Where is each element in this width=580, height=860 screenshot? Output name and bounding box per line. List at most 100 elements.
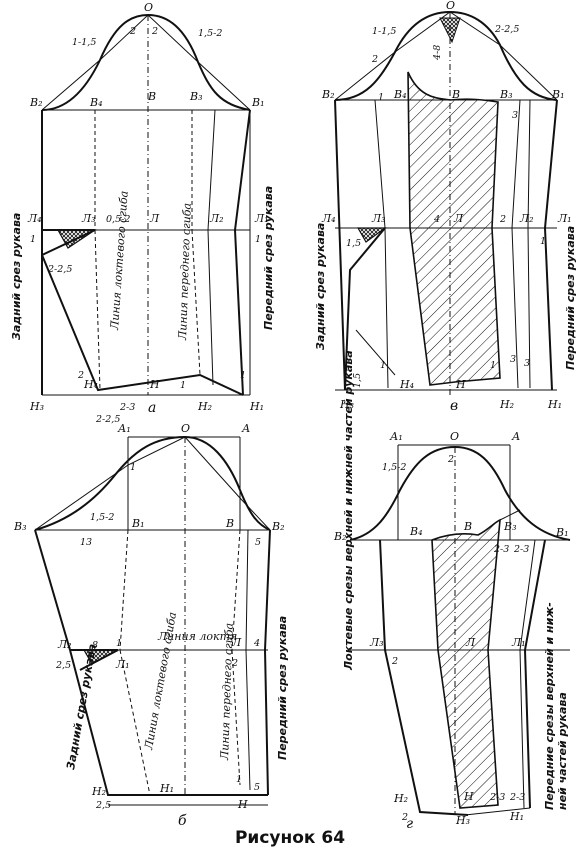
v-point-L2: Л₂ [519, 212, 534, 225]
b-point-A: А [241, 422, 250, 435]
v-point-L3: Л₃ [371, 212, 386, 225]
a-measure-12: 1 [180, 380, 186, 391]
panel-b [34, 435, 271, 806]
g-point-O: О [450, 430, 459, 443]
a-point-H1: Н₁ [249, 400, 264, 413]
v-point-L: Л [453, 212, 464, 225]
a-measure-9: 2 [77, 370, 84, 381]
v-measure-10: 1 [380, 360, 386, 371]
v-measure-1: 2-2,5 [494, 24, 519, 35]
g-front-seams-label: Передние срезы верхней и ниж- [543, 602, 556, 810]
v-point-H3: Н₃ [339, 398, 354, 411]
g-measure-8: 2 [401, 812, 408, 823]
a-point-B1: В₁ [251, 96, 265, 109]
g-panel-letter: г [406, 816, 413, 832]
a-measure-11: 2-3 [119, 402, 135, 413]
a-panel-letter: а [148, 400, 156, 416]
g-point-H3: Н₃ [455, 814, 470, 827]
a-point-B: В [147, 90, 156, 103]
g-point-L3: Л₃ [369, 636, 384, 649]
v-measure-15: 1 [490, 360, 496, 371]
b-point-A1: А₁ [117, 422, 131, 435]
g-front-seams-tail: ней частей рукава [556, 692, 569, 810]
v-measure-2: 1-1,5 [372, 26, 396, 37]
g-point-B4: В₄ [409, 525, 423, 538]
v-back-seam-label: Задний срез рукава [314, 223, 327, 350]
b-point-B: В [225, 517, 234, 530]
a-fold-label: Линия локтевого сгиба [108, 190, 131, 331]
a-point-B4: В₄ [89, 96, 103, 109]
g-measure-6: 2-3 [489, 792, 505, 803]
v-measure-12: 3 [510, 354, 516, 365]
v-point-H1: Н₁ [547, 398, 562, 411]
b-front-seam-label: Передний срез рукава [276, 616, 289, 760]
g-point-A1: А₁ [389, 430, 403, 443]
a-point-L4: Л₄ [27, 212, 42, 225]
g-point-H: Н [463, 790, 474, 803]
b-measure-10: 2,5 [95, 800, 111, 811]
v-point-B2: В₂ [321, 88, 335, 101]
b-measure-5: 8 [92, 640, 98, 651]
v-measure-13: 3 [524, 358, 530, 369]
b-measure-6: 2,5 [55, 660, 71, 671]
panel-g [349, 444, 571, 816]
v-point-B: В [451, 88, 460, 101]
b-measure-8: 2 [231, 658, 238, 669]
g-point-B3: В₃ [503, 520, 517, 533]
a-point-H2: Н₂ [197, 400, 212, 413]
a-front-seam-label: Передний срез рукава [262, 186, 275, 330]
panel-a [41, 13, 251, 396]
b-point-L: Л [231, 636, 242, 649]
a-measure-2: 2 [151, 26, 158, 37]
a-measure-13: 1 [240, 370, 246, 381]
g-measure-7: 2-3 [509, 792, 525, 803]
g-measure-2: 2 [447, 454, 454, 465]
b-panel-letter: б [178, 813, 187, 829]
v-point-B4: В₄ [393, 88, 407, 101]
g-measure-5: 2 [391, 656, 398, 667]
g-point-B1: В₁ [555, 526, 569, 539]
a-point-L: Л [149, 212, 160, 225]
g-point-H2: Н₂ [393, 792, 408, 805]
a-point-L2: Л₂ [209, 212, 224, 225]
a-measure-1: 2 [129, 26, 136, 37]
v-point-H: Н [455, 378, 466, 391]
a-measure-8: 2-2,5 [47, 264, 72, 275]
g-elbow-seams-tail: тей рукава [342, 350, 355, 420]
b-point-H2: Н₂ [91, 785, 106, 798]
b-point-O: О [181, 422, 190, 435]
g-point-L: Л [465, 636, 476, 649]
b-point-L2: Л₂ [57, 638, 72, 651]
a-measure-4: 1,5-2 [198, 28, 222, 39]
a-measure-10: 2-2,5 [95, 414, 120, 425]
panel-v [334, 10, 558, 395]
v-point-H2: Н₂ [499, 398, 514, 411]
v-measure-11: 1,5 [352, 373, 363, 388]
v-point-L4: Л₄ [321, 212, 336, 225]
a-point-L3: Л₃ [81, 212, 96, 225]
g-point-B: В [463, 520, 472, 533]
b-measure-4: 5 [255, 537, 261, 548]
b-measure-11: 1 [236, 774, 242, 785]
g-measure-1: 1,5-2 [382, 462, 406, 473]
v-point-L1: Л₁ [557, 212, 572, 225]
figure-caption: Рисунок 64 [234, 828, 346, 848]
b-measure-9: 4 [253, 638, 260, 649]
v-point-H4: Н₄ [399, 378, 414, 391]
a-point-H4: Н₄ [83, 378, 98, 391]
g-point-L1: Л₁ [511, 636, 526, 649]
v-measure-14: 1 [540, 236, 546, 247]
b-measure-3: 13 [80, 537, 92, 548]
v-front-seam-label: Передний срез рукава [564, 226, 577, 370]
a-measure-7: 1 [255, 234, 261, 245]
a-measure-3: 1-1,5 [72, 37, 96, 48]
v-point-B1: В₁ [551, 88, 565, 101]
b-front-fold-label: Линия переднего сгиба [218, 623, 236, 761]
g-elbow-seams-label: Локтевые срезы верхней и нижней час [342, 419, 355, 671]
a-point-B3: В₃ [189, 90, 203, 103]
b-point-B1: В₁ [131, 517, 145, 530]
b-measure-12: 5 [254, 782, 260, 793]
v-panel-letter: в [450, 398, 458, 414]
